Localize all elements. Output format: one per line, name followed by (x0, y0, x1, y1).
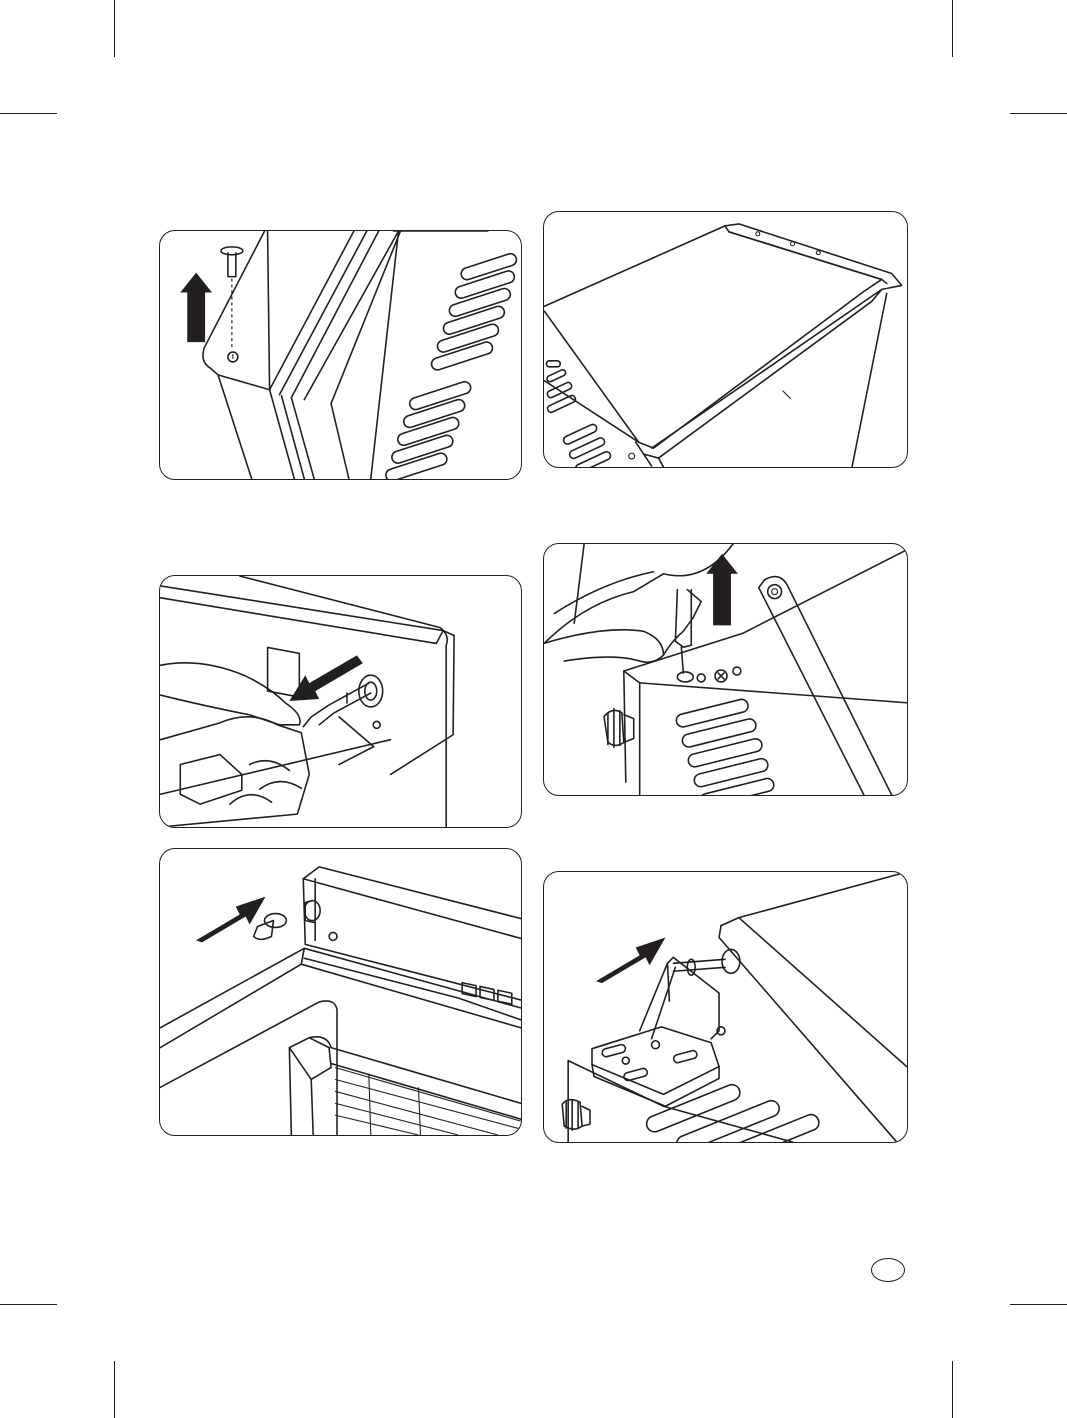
illustration-remove-hinge-cover (159, 575, 522, 828)
arrow-up-icon (706, 554, 738, 625)
hinge-pin-drawing (160, 231, 521, 479)
illustration-fit-hinge-bracket (543, 871, 908, 1143)
crop-mark (952, 1361, 953, 1418)
fit-bracket-drawing (544, 872, 907, 1142)
arrow-down-left-icon (289, 655, 362, 701)
door-lifted-drawing (544, 212, 907, 467)
vent-slots-icon (675, 698, 775, 795)
crop-mark (0, 113, 57, 114)
crop-mark (952, 0, 953, 57)
illustration-unscrew-hinge (543, 543, 908, 796)
crop-mark (114, 0, 115, 57)
language-badge (871, 1258, 905, 1282)
arrow-up-icon (180, 273, 212, 342)
crop-mark (1010, 113, 1067, 114)
arrow-right-icon (596, 938, 665, 984)
vent-slots-icon (546, 361, 612, 467)
unscrew-hinge-drawing (544, 544, 907, 795)
illustration-door-removed (543, 211, 908, 468)
arrow-right-icon (196, 897, 266, 943)
insert-pin-drawing (160, 849, 521, 1135)
illustration-remove-hinge-pin (159, 230, 522, 480)
illustration-insert-hinge-pin (159, 848, 522, 1136)
hinge-cover-drawing (160, 576, 521, 827)
vent-slots-icon (384, 252, 518, 479)
crop-mark (114, 1361, 115, 1418)
crop-mark (1010, 1304, 1067, 1305)
crop-mark (0, 1304, 57, 1305)
